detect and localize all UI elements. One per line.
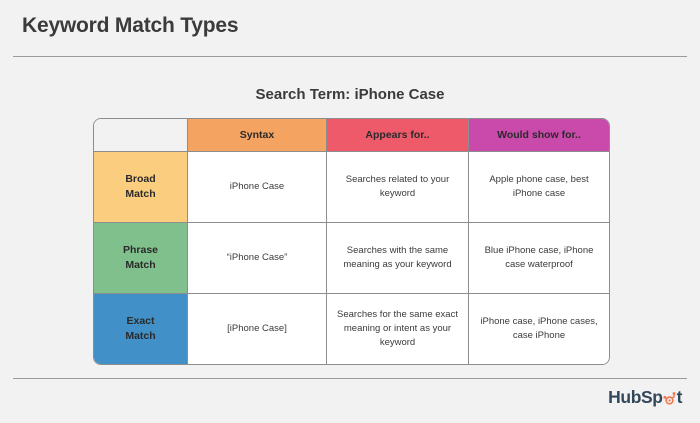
hubspot-logo: HubSp t: [608, 387, 682, 409]
table-row: Phrase Match “iPhone Case” Searches with…: [94, 223, 609, 294]
hubspot-sprocket-icon: [662, 391, 677, 407]
row-label-phrase-match: Phrase Match: [94, 223, 188, 294]
row-label-line-2: Match: [125, 330, 156, 342]
cell-phrase-would-show-for: Blue iPhone case, iPhone case waterproof: [469, 223, 609, 294]
header-cell-syntax: Syntax: [188, 119, 327, 152]
row-label-broad-match: Broad Match: [94, 152, 188, 223]
footer-divider: [13, 378, 687, 379]
header-cell-blank: [94, 119, 188, 152]
cell-broad-appears-for: Searches related to your keyword: [327, 152, 469, 223]
header-cell-appears-for: Appears for..: [327, 119, 469, 152]
cell-exact-appears-for: Searches for the same exact meaning or i…: [327, 294, 469, 364]
search-term-heading: Search Term: iPhone Case: [255, 86, 445, 103]
header-cell-would-show-for: Would show for..: [469, 119, 609, 152]
table-header-row: Syntax Appears for.. Would show for..: [94, 119, 609, 152]
cell-broad-syntax: iPhone Case: [188, 152, 327, 223]
keyword-match-types-table: Syntax Appears for.. Would show for.. Br…: [94, 119, 609, 364]
cell-exact-syntax: [iPhone Case]: [188, 294, 327, 364]
cell-broad-would-show-for: Apple phone case, best iPhone case: [469, 152, 609, 223]
table-row: Broad Match iPhone Case Searches related…: [94, 152, 609, 223]
cell-phrase-syntax: “iPhone Case”: [188, 223, 327, 294]
header-divider: [13, 56, 687, 57]
row-label-exact-match: Exact Match: [94, 294, 188, 364]
hubspot-wordmark-before: HubSp: [608, 387, 663, 408]
row-label-line-2: Match: [125, 188, 156, 200]
cell-exact-would-show-for: iPhone case, iPhone cases, case iPhone: [469, 294, 609, 364]
page-title: Keyword Match Types: [22, 14, 239, 37]
hubspot-wordmark-after: t: [676, 387, 683, 408]
table-row: Exact Match [iPhone Case] Searches for t…: [94, 294, 609, 364]
row-label-line-1: Exact: [126, 315, 155, 327]
cell-phrase-appears-for: Searches with the same meaning as your k…: [327, 223, 469, 294]
row-label-line-1: Phrase: [122, 244, 159, 256]
row-label-line-2: Match: [125, 259, 156, 271]
row-label-line-1: Broad: [125, 173, 156, 185]
